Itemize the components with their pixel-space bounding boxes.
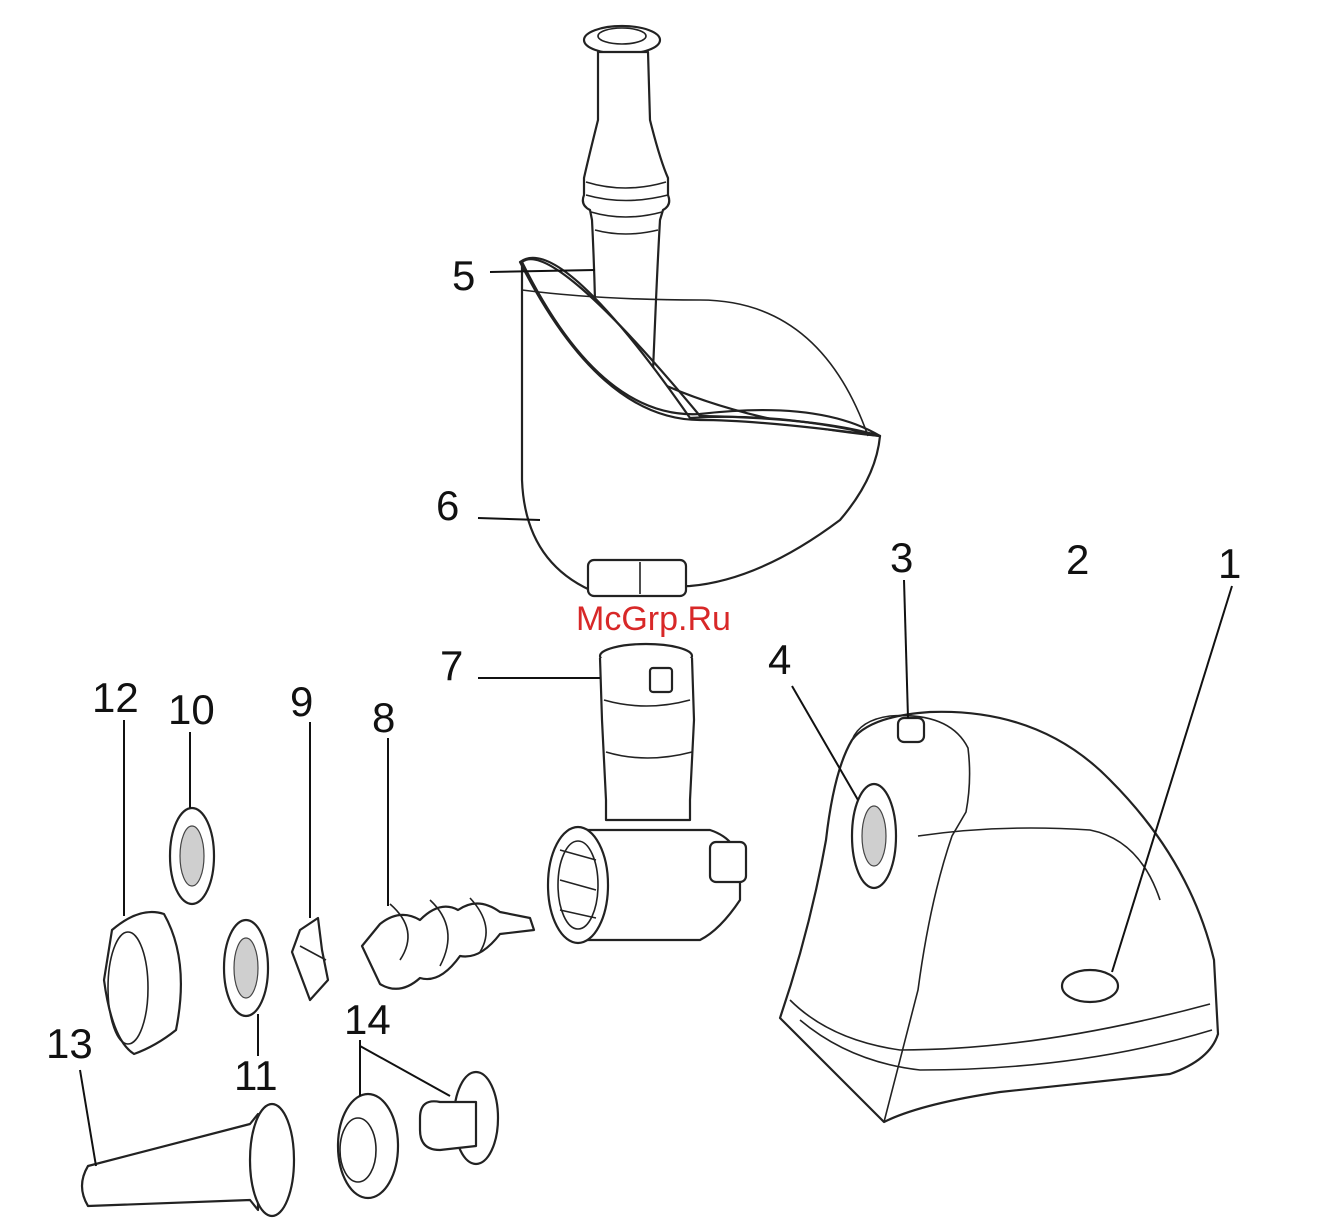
callout-2: 2 (1066, 536, 1089, 583)
callout-4: 4 (768, 636, 791, 683)
callout-13: 13 (46, 1020, 93, 1067)
callout-3: 3 (890, 534, 913, 581)
part-12-ring-nut (104, 912, 181, 1054)
callout-10: 10 (168, 686, 215, 733)
callout-1: 1 (1218, 540, 1241, 587)
watermark-text: McGrp.Ru (576, 600, 731, 638)
part-7-grinder-head (548, 644, 746, 943)
callout-8: 8 (372, 694, 395, 741)
callout-5: 5 (452, 252, 475, 299)
callout-12: 12 (92, 674, 139, 721)
callout-6: 6 (436, 482, 459, 529)
part-10-coarse-plate (170, 808, 214, 904)
part-13-sausage-tube (82, 1104, 294, 1216)
callout-9: 9 (290, 678, 313, 725)
part-14-kebbe-attachment (338, 1072, 498, 1198)
part-9-cutting-blade (292, 918, 328, 1000)
callout-7: 7 (440, 642, 463, 689)
callout-11: 11 (234, 1052, 278, 1099)
part-11-fine-plate (224, 920, 268, 1016)
part-6-tray (520, 258, 880, 596)
callout-14: 14 (344, 996, 391, 1043)
part-8-auger-screw (362, 898, 534, 989)
parts-1-4-motor-housing (780, 712, 1218, 1122)
